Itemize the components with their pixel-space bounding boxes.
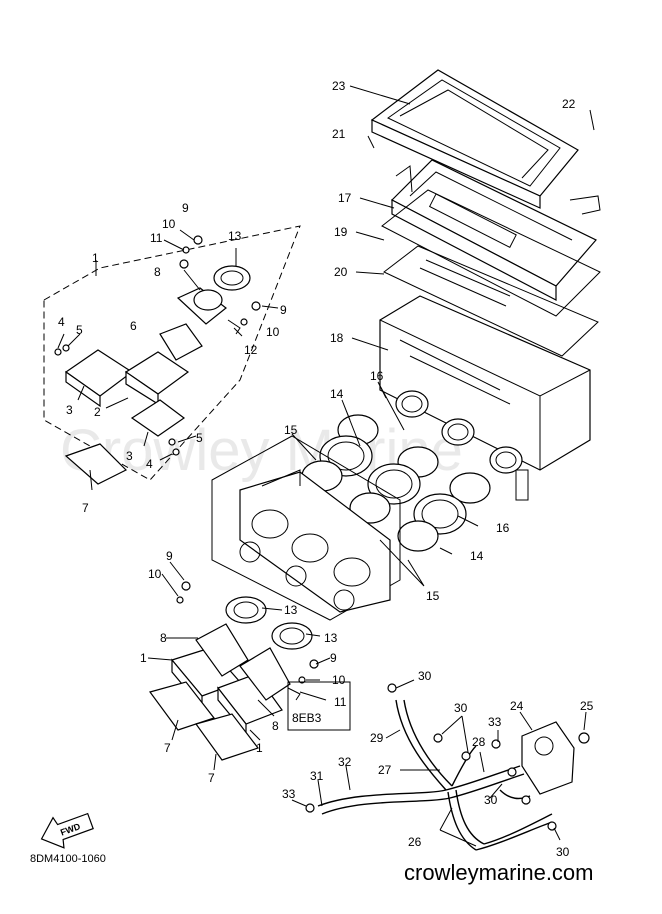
callout-17: 17 — [338, 191, 352, 205]
callout-7: 7 — [82, 501, 89, 515]
callout-8c: 8 — [272, 719, 279, 733]
callout-6: 6 — [130, 319, 137, 333]
gasket-19 — [381, 189, 601, 317]
callout-3: 3 — [66, 403, 73, 417]
callout-1: 1 — [92, 251, 99, 265]
callout-30d: 30 — [556, 845, 570, 859]
gasket-20 — [383, 245, 599, 357]
air-filter-cover — [370, 69, 579, 209]
callout-9c: 9 — [166, 549, 173, 563]
callout-8b: 8 — [160, 631, 167, 645]
callout-30c: 30 — [484, 793, 498, 807]
callout-numbers: 23 22 21 17 19 20 18 16 14 15 16 14 15 9… — [58, 79, 594, 859]
model-variant-box — [287, 681, 351, 731]
callout-13c: 13 — [324, 631, 338, 645]
carburetor-assembly — [239, 469, 391, 613]
callout-24: 24 — [510, 699, 524, 713]
callout-20: 20 — [334, 265, 348, 279]
callout-29: 29 — [370, 731, 384, 745]
callout-1c: 1 — [256, 741, 263, 755]
callout-32: 32 — [338, 755, 352, 769]
callout-15: 15 — [284, 423, 298, 437]
callout-4b: 4 — [146, 457, 153, 471]
air-box-case — [379, 295, 591, 501]
callout-31: 31 — [310, 769, 324, 783]
assembly-1-dashed-outline — [43, 225, 301, 481]
callout-18: 18 — [330, 331, 344, 345]
callout-10b: 10 — [266, 325, 280, 339]
airbox-boots — [395, 390, 523, 474]
callout-5b: 5 — [196, 431, 203, 445]
callout-26: 26 — [408, 835, 422, 849]
drawing-code: 8DM4100-1060 — [30, 853, 106, 865]
callout-30: 30 — [418, 669, 432, 683]
clamps-and-joints — [301, 414, 491, 552]
callout-7b: 7 — [164, 741, 171, 755]
callout-27: 27 — [378, 763, 392, 777]
callout-9b: 9 — [280, 303, 287, 317]
air-filter-element — [390, 159, 601, 301]
callout-10d: 10 — [332, 673, 346, 687]
callout-13: 13 — [228, 229, 242, 243]
fwd-arrow-icon: FWD — [40, 812, 94, 849]
callout-16: 16 — [370, 369, 384, 383]
callout-13b: 13 — [284, 603, 298, 617]
callout-22: 22 — [562, 97, 576, 111]
callout-3b: 3 — [126, 449, 133, 463]
callout-11b: 11 — [334, 695, 347, 709]
site-label: crowleymarine.com — [404, 860, 594, 885]
callout-28: 28 — [472, 735, 486, 749]
callout-9: 9 — [182, 201, 189, 215]
lower-reed-valves — [149, 581, 319, 761]
callout-15b: 15 — [426, 589, 440, 603]
callout-14b: 14 — [470, 549, 484, 563]
callout-2: 2 — [94, 405, 101, 419]
callout-23: 23 — [332, 79, 346, 93]
fuel-pump-group — [305, 683, 590, 851]
callout-10c: 10 — [148, 567, 162, 581]
callout-21: 21 — [332, 127, 346, 141]
callout-12: 12 — [244, 343, 258, 357]
model-variant-label: 8EB3 — [292, 711, 322, 725]
callout-5: 5 — [76, 323, 83, 337]
callout-7c: 7 — [208, 771, 215, 785]
callout-9d: 9 — [330, 651, 337, 665]
callout-19: 19 — [334, 225, 348, 239]
callout-14: 14 — [330, 387, 344, 401]
upper-reed-valves — [54, 235, 261, 485]
carburetor-outline — [211, 435, 401, 621]
callout-11: 11 — [150, 231, 163, 245]
callout-1b: 1 — [140, 651, 147, 665]
callout-16b: 16 — [496, 521, 510, 535]
callout-10: 10 — [162, 217, 176, 231]
callout-30b: 30 — [454, 701, 468, 715]
callout-25: 25 — [580, 699, 594, 713]
callout-33: 33 — [488, 715, 502, 729]
callout-8: 8 — [154, 265, 161, 279]
leader-lines — [57, 85, 595, 847]
callout-4: 4 — [58, 315, 65, 329]
callout-33b: 33 — [282, 787, 296, 801]
